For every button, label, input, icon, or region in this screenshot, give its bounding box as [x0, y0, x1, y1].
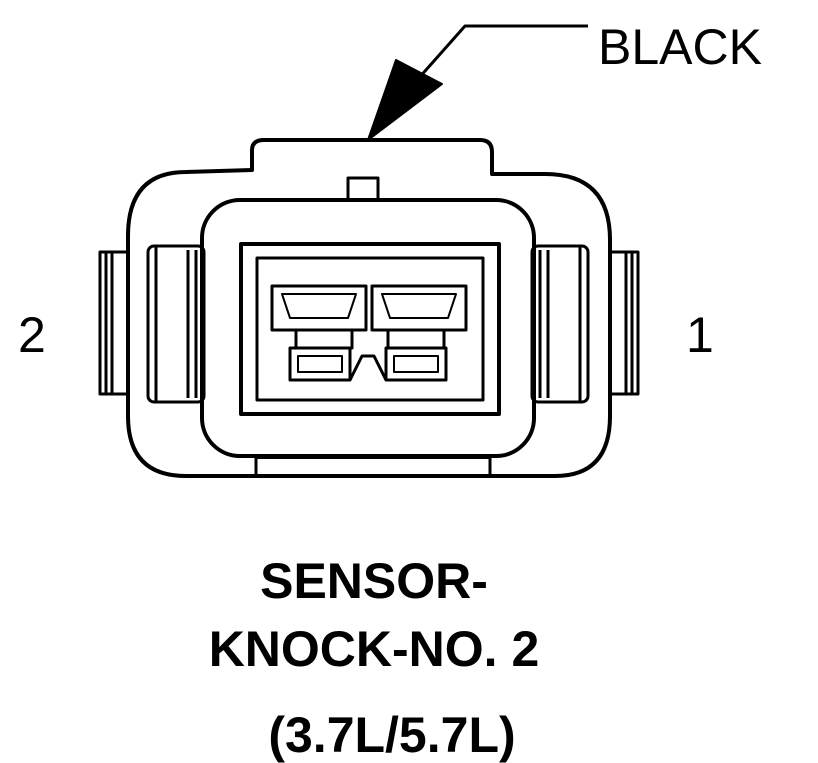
terminal-cavity — [239, 242, 501, 416]
pin-number-left: 2 — [18, 307, 46, 363]
caption-line-1: SENSOR- — [260, 553, 488, 609]
caption-line-3: (3.7L/5.7L) — [268, 707, 516, 763]
terminal-pin-2 — [270, 284, 368, 382]
callout-leader — [367, 24, 588, 141]
latch-left — [98, 244, 206, 404]
latch-right — [530, 244, 640, 404]
terminal-pin-1 — [370, 284, 468, 382]
caption-line-2: KNOCK-NO. 2 — [208, 621, 540, 677]
connector-housing — [126, 138, 612, 478]
connector-face — [200, 198, 536, 458]
wire-color-label: BLACK — [598, 19, 762, 75]
key-tab — [346, 176, 380, 202]
pin-number-right: 1 — [686, 307, 714, 363]
